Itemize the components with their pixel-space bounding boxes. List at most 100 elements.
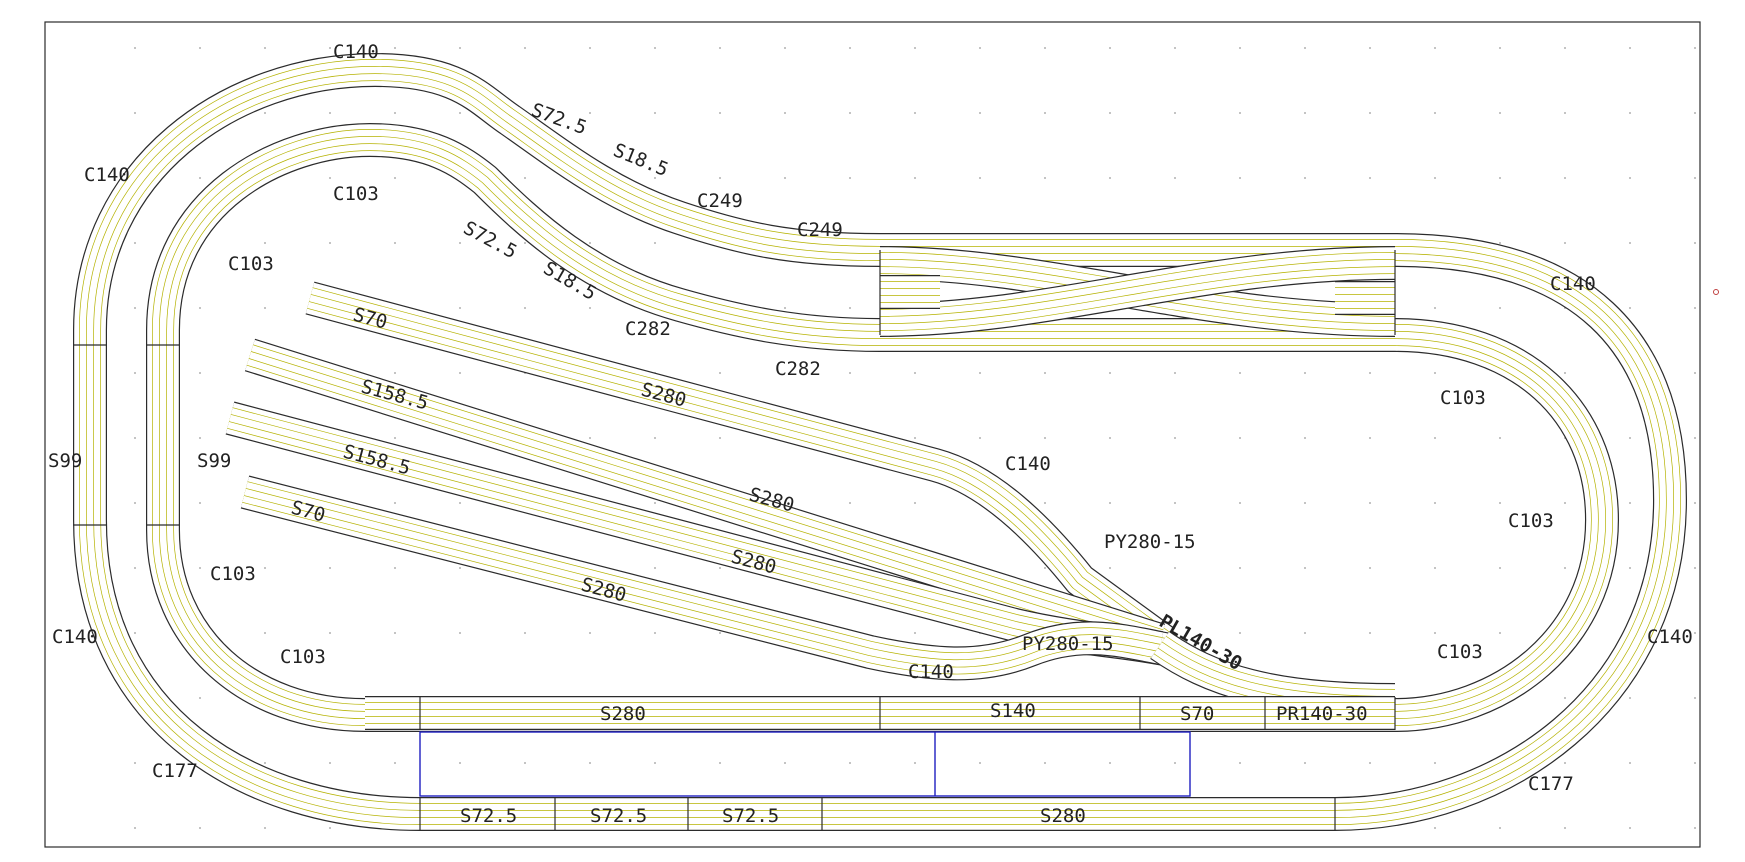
layout-board-frame	[44, 21, 1701, 848]
grid-dot	[1174, 502, 1176, 504]
grid-dot	[1564, 242, 1566, 244]
marker-point	[1713, 289, 1719, 295]
grid-dot	[1239, 112, 1241, 114]
grid-dot	[1369, 502, 1371, 504]
grid-dot	[979, 372, 981, 374]
grid-dot	[979, 47, 981, 49]
grid-dot	[849, 307, 851, 309]
grid-dot	[784, 307, 786, 309]
grid-dot	[1694, 502, 1696, 504]
grid-dot	[1434, 372, 1436, 374]
label-py280-b: PY280-15	[1022, 633, 1114, 655]
grid-dot	[979, 437, 981, 439]
label-c282-b: C282	[775, 358, 821, 380]
label-c177-left: C177	[152, 760, 198, 782]
grid-dot	[329, 242, 331, 244]
grid-dot	[1694, 437, 1696, 439]
grid-dot	[329, 567, 331, 569]
grid-dot	[1044, 47, 1046, 49]
grid-dot	[1239, 567, 1241, 569]
grid-dot	[1629, 307, 1631, 309]
label-s140: S140	[990, 700, 1036, 722]
rail-stroke	[879, 259, 1396, 324]
track-joints	[73, 250, 1396, 830]
grid-dot	[589, 437, 591, 439]
grid-dot	[654, 242, 656, 244]
grid-dot	[1109, 112, 1111, 114]
grid-dot	[1174, 372, 1176, 374]
grid-dot	[1629, 242, 1631, 244]
label-c140-left: C140	[84, 164, 130, 186]
grid-dot	[524, 47, 526, 49]
grid-dot	[849, 372, 851, 374]
grid-dot	[1629, 697, 1631, 699]
grid-dot	[914, 437, 916, 439]
grid-dot	[1694, 177, 1696, 179]
grid-dot	[1694, 112, 1696, 114]
grid-dot	[1434, 112, 1436, 114]
grid-dot	[1499, 177, 1501, 179]
label-c140-left-low: C140	[52, 626, 98, 648]
grid-dot	[1044, 437, 1046, 439]
grid-dot	[1629, 47, 1631, 49]
grid-dot	[1304, 177, 1306, 179]
label-c140-right-low: C140	[1647, 626, 1693, 648]
grid-dot	[199, 372, 201, 374]
grid-dot	[784, 177, 786, 179]
grid-dot	[1369, 177, 1371, 179]
label-c103-left-bottom: C103	[280, 646, 326, 668]
grid-dot	[589, 762, 591, 764]
grid-dot	[394, 177, 396, 179]
label-c140-top: C140	[333, 41, 379, 63]
grid-dot	[199, 47, 201, 49]
grid-dot	[1434, 827, 1436, 829]
grid-dot	[1694, 242, 1696, 244]
grid-dot	[654, 47, 656, 49]
grid-dot	[1564, 827, 1566, 829]
grid-dot	[1564, 47, 1566, 49]
grid-dot	[719, 437, 721, 439]
grid-dot	[1629, 762, 1631, 764]
rail-stroke	[147, 124, 1618, 731]
rail-stroke	[249, 351, 1161, 644]
grid-dot	[134, 112, 136, 114]
grid-dot	[1499, 242, 1501, 244]
grid-dot	[914, 372, 916, 374]
grid-dot	[1369, 437, 1371, 439]
grid-dot	[1304, 762, 1306, 764]
grid-dot	[329, 112, 331, 114]
grid-dot	[654, 177, 656, 179]
grid-dot	[1239, 437, 1241, 439]
grid-dot	[134, 437, 136, 439]
grid-dot	[459, 47, 461, 49]
grid-dot	[329, 827, 331, 829]
grid-dot	[1499, 502, 1501, 504]
grid-dot	[784, 47, 786, 49]
grid-dot	[589, 632, 591, 634]
grid-dot	[1434, 502, 1436, 504]
grid-dot	[329, 632, 331, 634]
grid-dot	[979, 177, 981, 179]
grid-dot	[719, 762, 721, 764]
grid-dot	[1434, 762, 1436, 764]
grid-dot	[134, 47, 136, 49]
grid-dot	[1499, 47, 1501, 49]
grid-dot	[914, 47, 916, 49]
rail-stroke	[159, 136, 1606, 719]
grid-dot	[1369, 112, 1371, 114]
grid-dot	[134, 502, 136, 504]
grid-dot	[1044, 567, 1046, 569]
grid-dot	[394, 502, 396, 504]
grid-dot	[1499, 112, 1501, 114]
grid-dot	[719, 632, 721, 634]
grid-dot	[1499, 307, 1501, 309]
grid-dot	[1044, 112, 1046, 114]
grid-dot	[849, 112, 851, 114]
grid-dot	[1564, 697, 1566, 699]
grid-dot	[264, 632, 266, 634]
rail-stroke	[309, 294, 1167, 645]
grid-dot	[1434, 177, 1436, 179]
grid-dot	[459, 632, 461, 634]
grid-dot	[394, 242, 396, 244]
